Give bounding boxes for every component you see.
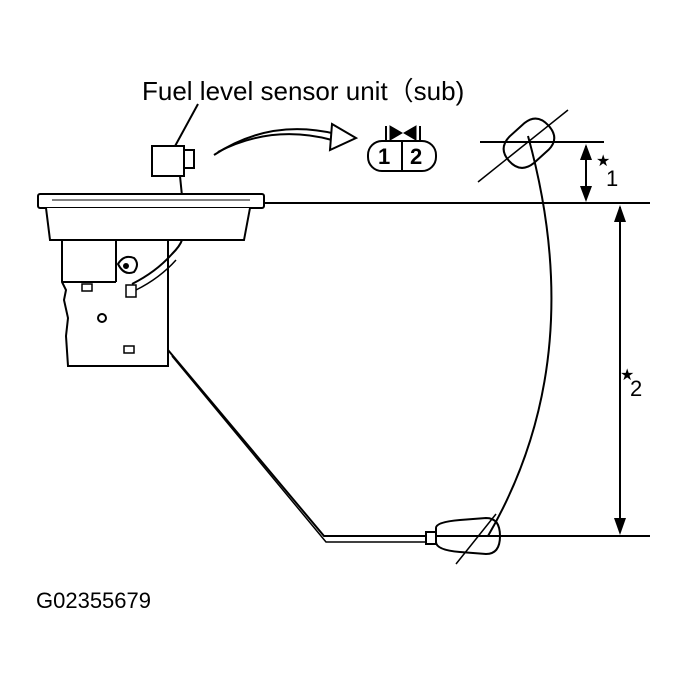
callout-label: Fuel level sensor unit（sub) (142, 76, 464, 106)
float-low-axis (455, 513, 497, 565)
connector-symbol: 1 2 (367, 125, 437, 172)
connector-pin-2: 2 (410, 144, 422, 169)
float-high-axis (477, 109, 569, 183)
float-arm (167, 349, 437, 545)
bowtie-icon (389, 125, 417, 141)
connector-pin-1: 1 (378, 144, 390, 169)
dimension-1-star: ★ (596, 153, 610, 170)
dimension-1 (580, 144, 592, 202)
dimension-1-label: 1 (606, 166, 618, 191)
sensor-flange (37, 193, 265, 241)
float-high (502, 117, 556, 169)
dimension-2 (614, 205, 626, 535)
callout-leader-line (173, 103, 199, 149)
dimension-2-star: ★ (620, 367, 634, 384)
float-travel-arc (487, 135, 553, 537)
sensor-body (61, 239, 183, 367)
curved-arrow (213, 122, 359, 156)
sensor-connector-box (151, 145, 195, 201)
figure-code: G02355679 (36, 588, 151, 613)
dimension-2-label: 2 (630, 376, 642, 401)
